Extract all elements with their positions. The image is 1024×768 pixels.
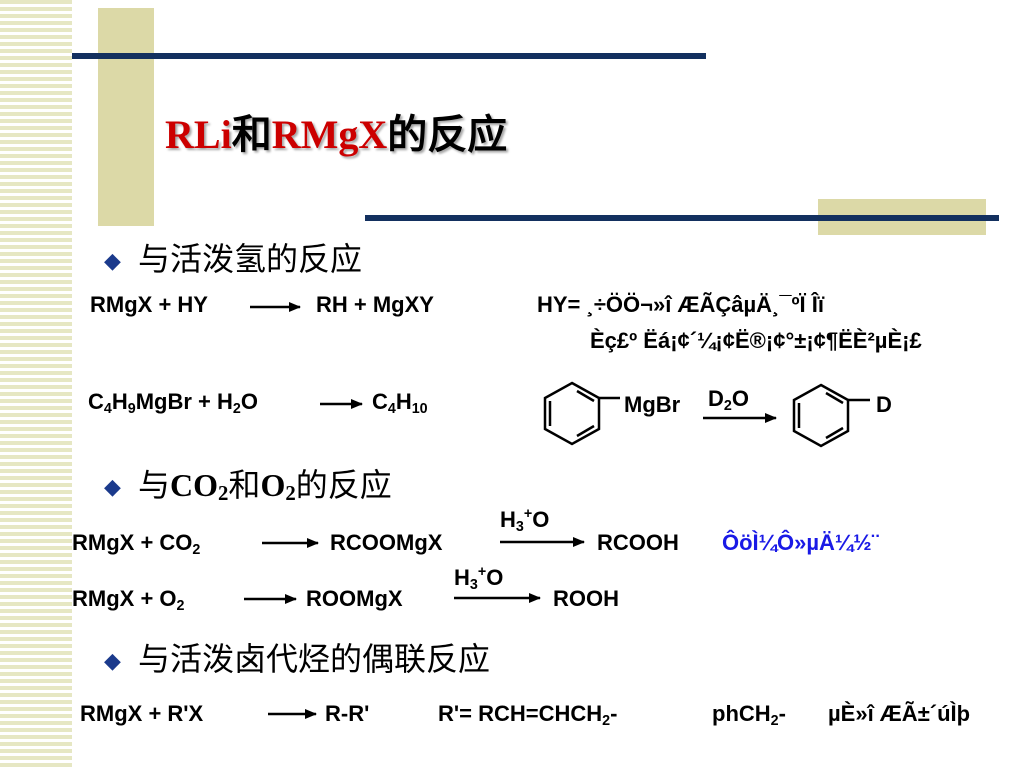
eq6-rhs: R-R' <box>325 701 370 726</box>
eq5-lhs: RMgX + O2 <box>72 586 185 614</box>
eq5-reagent: H3+O <box>454 564 504 593</box>
diamond-bullet-icon: ◆ <box>104 249 121 274</box>
benzene-ring-reactant <box>543 381 620 446</box>
eq1-note-line1: HY= ¸÷ÖÖ¬»î ÆÃÇâµÄ¸¯ºÏ Îï <box>537 292 824 317</box>
slide-title: RLi和RMgX的反应 <box>165 112 508 157</box>
diamond-bullet-icon: ◆ <box>104 475 121 500</box>
eq6-note-tail: µÈ»î ÆÃ±´úÌþ <box>828 701 971 726</box>
eq4-reagent: H3+O <box>500 506 550 535</box>
d2o-reagent: D2O <box>708 386 749 414</box>
eq1-note-line2: Èç£º Ëá¡¢´¼¡¢Ë®¡¢°±¡¢¶ËÈ²µÈ¡£ <box>590 328 922 353</box>
eq1-lhs: RMgX + HY <box>90 292 208 317</box>
left-stripe-decoration <box>0 0 72 768</box>
benzene-ring-product <box>792 383 870 448</box>
eq4-intermediate: RCOOMgX <box>330 530 443 555</box>
eq4-lhs: RMgX + CO2 <box>72 530 201 558</box>
eq4-product: RCOOH <box>597 530 679 555</box>
eq6-lhs: RMgX + R'X <box>80 701 204 726</box>
eq1-rhs: RH + MgXY <box>316 292 434 317</box>
eq4-note: ÔöÌ¼Ô»µÄ¼½¨ <box>722 530 879 555</box>
bullet-co2-o2: ◆与CO2和O2的反应 <box>104 466 392 505</box>
eq6-note-r: R'= RCH=CHCH2- <box>438 701 618 729</box>
bullet-active-hydrogen: ◆与活泼氢的反应 <box>104 240 363 278</box>
eq2-lhs: C4H9MgBr + H2O <box>88 389 258 417</box>
top-divider-bar <box>72 53 706 59</box>
phenyl-mgbr-label: MgBr <box>624 392 681 417</box>
bullet-coupling: ◆与活泼卤代烃的偶联反应 <box>104 640 491 678</box>
eq6-note-ph: phCH2- <box>712 701 786 729</box>
eq2-rhs: C4H10 <box>372 389 428 417</box>
title-accent-block <box>98 8 154 226</box>
bottom-divider-bar <box>365 215 999 221</box>
eq5-product: ROOH <box>553 586 619 611</box>
diamond-bullet-icon: ◆ <box>104 649 121 674</box>
eq5-intermediate: ROOMgX <box>306 586 403 611</box>
deuterium-label: D <box>876 392 892 417</box>
